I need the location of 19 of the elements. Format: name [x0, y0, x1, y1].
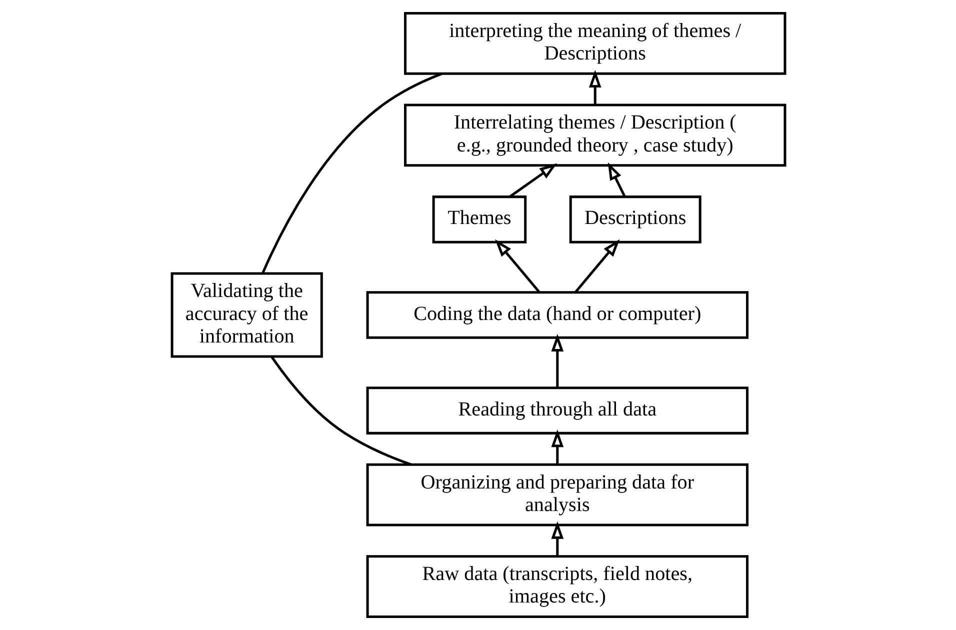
node-box: Reading through all data	[366, 386, 748, 434]
arrow	[508, 163, 557, 198]
arrow	[494, 239, 540, 293]
node-box: Raw data (transcripts, field notes, images etc.)	[366, 555, 748, 618]
arrow	[550, 521, 564, 556]
arrow	[550, 430, 564, 464]
connector	[261, 72, 442, 274]
arrow	[574, 239, 620, 293]
node-box: interpreting the meaning of themes / Descriptions	[404, 12, 786, 75]
node-box: Coding the data (hand or computer)	[366, 291, 748, 339]
node-box: Descriptions	[568, 196, 701, 244]
arrow	[607, 162, 626, 198]
node-box: Validating the accuracy of the information	[170, 272, 322, 358]
connector	[270, 356, 412, 466]
node-box: Organizing and preparing data for analysis	[366, 463, 748, 526]
node-box: Themes	[432, 196, 526, 244]
arrow	[588, 70, 601, 105]
node-box: Interrelating themes / Description ( e.g., grounded theory , case study)	[404, 104, 786, 167]
arrow	[550, 334, 564, 388]
